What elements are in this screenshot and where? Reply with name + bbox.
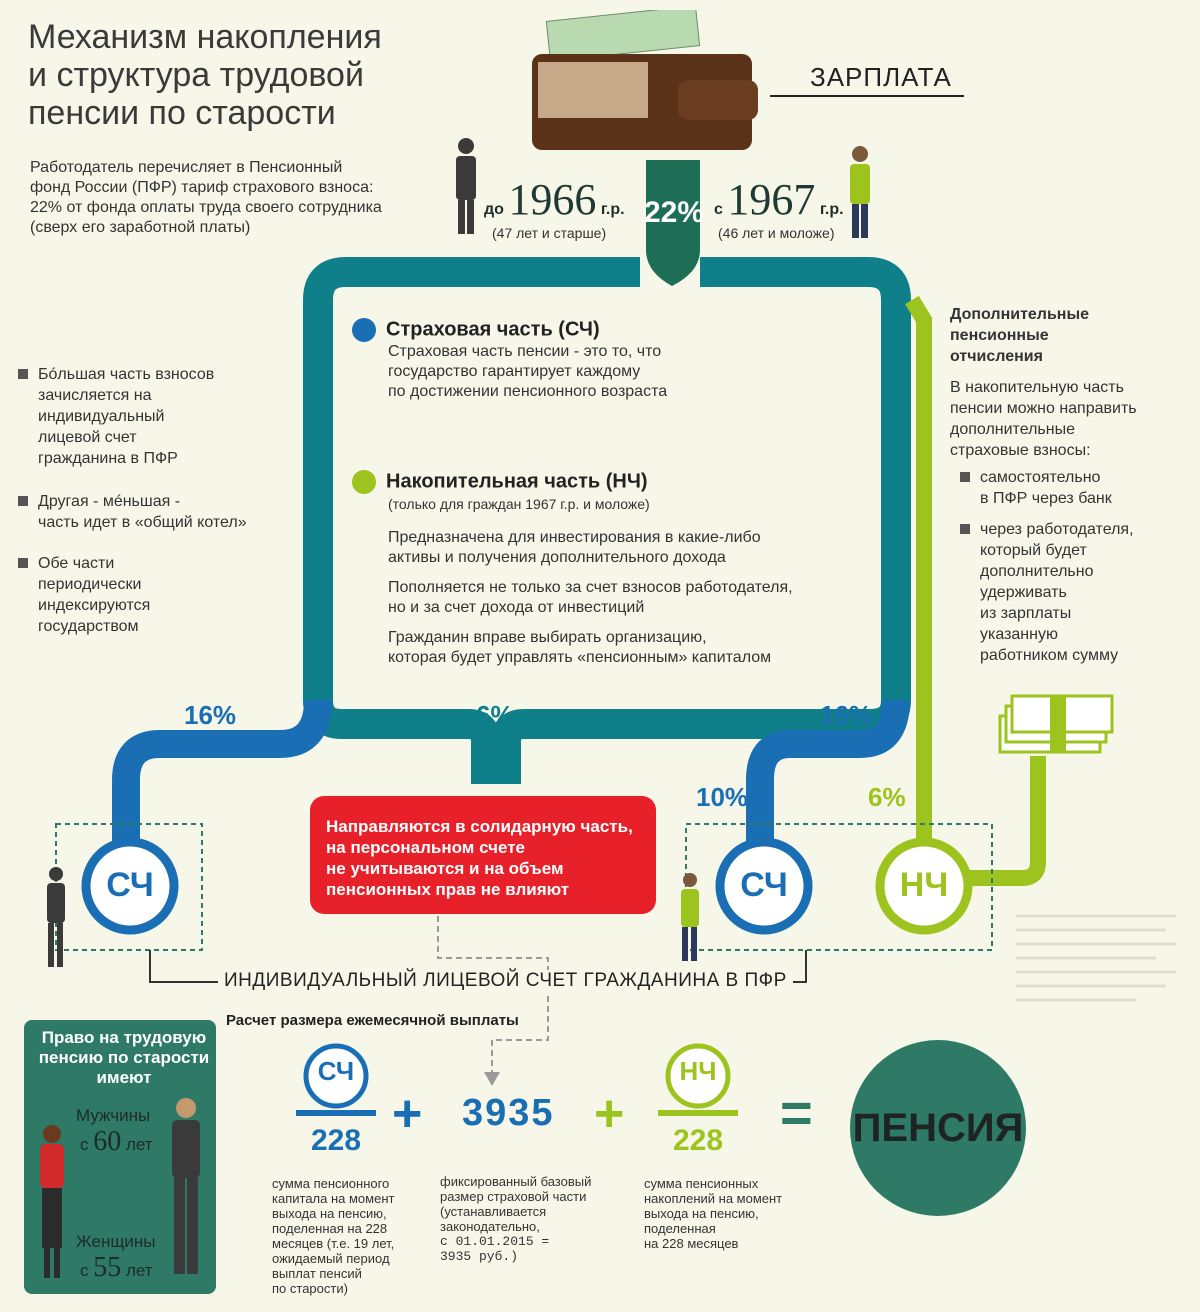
formula-nch-bar	[658, 1110, 738, 1116]
woman-figure	[40, 1125, 64, 1278]
sch-label-left: СЧ	[106, 866, 154, 904]
pension-result: ПЕНСИЯ	[850, 1040, 1026, 1216]
left-group-age: (47 лет и старше)	[492, 225, 607, 241]
percent-left-16: 16%	[184, 700, 237, 730]
man-figure-left-bottom	[47, 867, 65, 967]
women-age: Женщины с 55 лет	[76, 1232, 156, 1283]
left-group-year: до 1966 г.р. (47 лет и старше)	[484, 175, 625, 241]
formula-nch-denominator: 228	[672, 1124, 724, 1157]
funded-part-section: Накопительная часть (НЧ) (только для гра…	[352, 470, 882, 668]
nch-label: НЧ	[899, 866, 949, 904]
right-group-age: (46 лет и моложе)	[718, 225, 835, 241]
blue-dot-icon	[352, 318, 376, 342]
equals-sign: =	[780, 1081, 813, 1144]
formula-sch-denominator: 228	[310, 1124, 362, 1157]
man-figure-right-top	[850, 146, 870, 238]
man-figure-right-bottom	[681, 873, 699, 961]
formula-nch: НЧ	[679, 1056, 717, 1086]
man-figure	[172, 1098, 200, 1274]
men-women-figures	[40, 1098, 200, 1278]
formula-sch-circle	[303, 1043, 369, 1109]
insurance-part-title: Страховая часть (СЧ)	[386, 318, 600, 341]
account-label: ИНДИВИДУАЛЬНЫЙ ЛИЦЕВОЙ СЧЕТ ГРАЖДАНИНА В…	[218, 970, 793, 992]
formula-sch-bar	[296, 1110, 376, 1116]
wallet-icon	[528, 5, 768, 170]
blue-pipe-left	[112, 699, 332, 850]
salary-label: ЗАРПЛАТА	[810, 62, 952, 92]
percent-right-16: 16%	[820, 700, 873, 730]
man-figure-left-top	[456, 138, 476, 234]
dashed-arrow	[437, 916, 549, 1074]
sch-circle-right	[715, 837, 813, 935]
formula-nch-circle	[665, 1043, 731, 1109]
sch-circle-left	[81, 837, 179, 935]
right-group-year: с 1967 г.р. (46 лет и моложе)	[714, 175, 844, 241]
sch-label-right: СЧ	[740, 866, 788, 904]
plus-sign-2: +	[594, 1085, 625, 1143]
percent-green-6: 6%	[868, 782, 906, 812]
insurance-part-section: Страховая часть (СЧ) Страховая часть пен…	[352, 318, 872, 402]
solidarity-note: Направляются в солидарную часть,на персо…	[310, 796, 656, 914]
dashed-arrow-head	[484, 1072, 500, 1086]
blue-pipe-right	[746, 699, 910, 850]
funded-part-title: Накопительная часть (НЧ)	[386, 470, 648, 493]
account-frame-right	[685, 823, 993, 951]
green-dot-icon	[352, 470, 376, 494]
nch-circle	[875, 837, 973, 935]
tariff-funnel	[646, 160, 700, 286]
percent-center-6: 6%	[476, 700, 514, 730]
calc-heading: Расчет размера ежемесячной выплаты	[226, 1012, 519, 1029]
men-age: Мужчины с 60 лет	[76, 1106, 153, 1157]
formula-sch: СЧ	[317, 1056, 355, 1086]
formula-base: 3935	[462, 1092, 555, 1134]
money-stack-icon	[998, 694, 1114, 754]
bullet-2: Другая - мéньшая - часть идет в «общий к…	[18, 491, 298, 533]
green-pipe	[905, 295, 932, 850]
percent-right-10: 10%	[696, 782, 749, 812]
faded-text-block	[1016, 914, 1176, 1002]
plus-sign-1: +	[392, 1085, 423, 1143]
green-pipe-additional	[968, 756, 1046, 886]
tariff-percent: 22%	[644, 196, 705, 229]
